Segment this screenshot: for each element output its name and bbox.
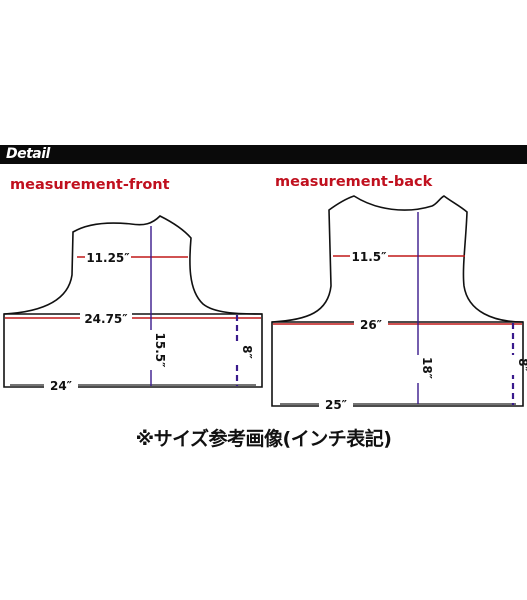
section-header-bar: Detail bbox=[0, 145, 527, 164]
front-side-label: 8″ bbox=[240, 345, 254, 359]
section-header-title: Detail bbox=[6, 146, 50, 162]
size-reference-note: ※サイズ参考画像(インチ表記) bbox=[135, 428, 392, 450]
front-bottom-label: 24.75″ bbox=[84, 312, 128, 326]
back-chest-label: 11.5″ bbox=[352, 250, 388, 264]
front-length-label: 15.5″ bbox=[153, 333, 167, 369]
back-panel-outline bbox=[271, 195, 524, 323]
back-bottom-label: 26″ bbox=[360, 318, 383, 332]
front-garment-outline bbox=[3, 313, 263, 388]
back-garment-outline bbox=[271, 321, 524, 407]
front-heading: measurement-front bbox=[10, 177, 170, 193]
front-panel-outline bbox=[3, 215, 263, 315]
front-chest-label: 11.25″ bbox=[86, 251, 130, 265]
back-hem-label: 25″ bbox=[325, 398, 348, 412]
back-heading: measurement-back bbox=[275, 174, 433, 190]
front-hem-label: 24″ bbox=[50, 379, 73, 393]
back-side-label: 8″ bbox=[516, 358, 527, 372]
back-length-label: 18″ bbox=[420, 357, 434, 380]
